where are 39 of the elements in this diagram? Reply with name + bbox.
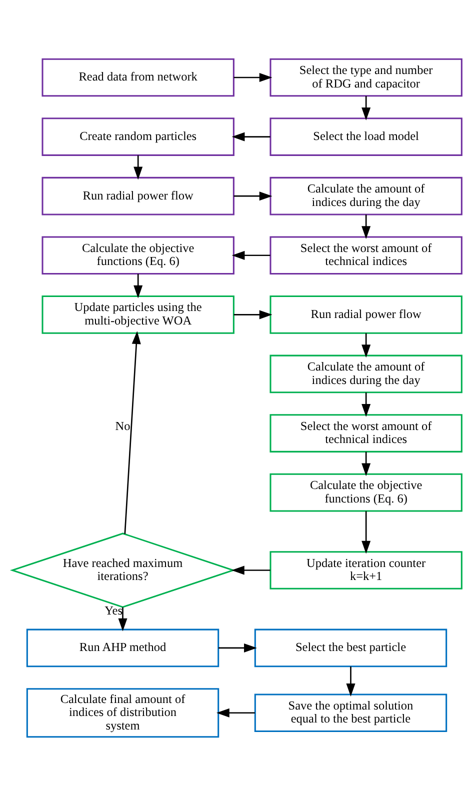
arrow — [134, 154, 143, 180]
arrow — [362, 96, 371, 120]
node-box: Calculate final amount of indices of distribution system — [26, 688, 220, 738]
arrow — [232, 132, 270, 141]
node-box: Select the load model — [270, 117, 462, 156]
node-box: Select the best particle — [254, 628, 448, 667]
node-box: Create random particles — [42, 117, 234, 156]
arrow — [234, 310, 272, 319]
node-box: Update iteration counter k=k+1 — [270, 550, 462, 589]
edge-label: No — [115, 418, 130, 432]
node-box: Select the worst amount of technical indices — [270, 414, 462, 452]
node-box: Calculate the amount of indices during the day — [270, 354, 462, 393]
arrow — [216, 708, 255, 717]
node-box: Read data from network — [42, 58, 234, 96]
arrow — [362, 214, 371, 238]
arrow — [346, 666, 356, 696]
arrow — [362, 392, 371, 416]
arrow — [362, 451, 371, 476]
node-box: Save the optimal solution equal to the best particle — [254, 693, 448, 732]
node-box: Select the worst amount of technical indices — [270, 236, 462, 274]
arrow — [231, 565, 270, 574]
arrow — [362, 510, 371, 554]
arrow — [118, 606, 128, 631]
node-box: Calculate the objective functions (Eq. 6) — [270, 472, 462, 512]
node-diamond: Have reached maximum iterations? — [10, 532, 236, 608]
node-box: Run radial power flow — [270, 295, 462, 334]
node-box: Run radial power flow — [42, 176, 234, 215]
node-box: Calculate the objective functions (Eq. 6) — [42, 236, 234, 274]
arrow — [234, 191, 272, 200]
node-box: Run AHP method — [26, 628, 220, 667]
arrow — [124, 330, 141, 534]
node-box: Update particles using the multi-objective WOA — [42, 295, 234, 334]
arrow — [232, 250, 270, 260]
node-box: Select the type and number of RDG and capacitor — [270, 58, 462, 96]
arrow — [134, 273, 143, 298]
node-box: Calculate the amount of indices during the day — [270, 176, 462, 215]
arrow — [218, 642, 257, 652]
arrow — [362, 332, 371, 358]
arrow — [234, 72, 272, 82]
